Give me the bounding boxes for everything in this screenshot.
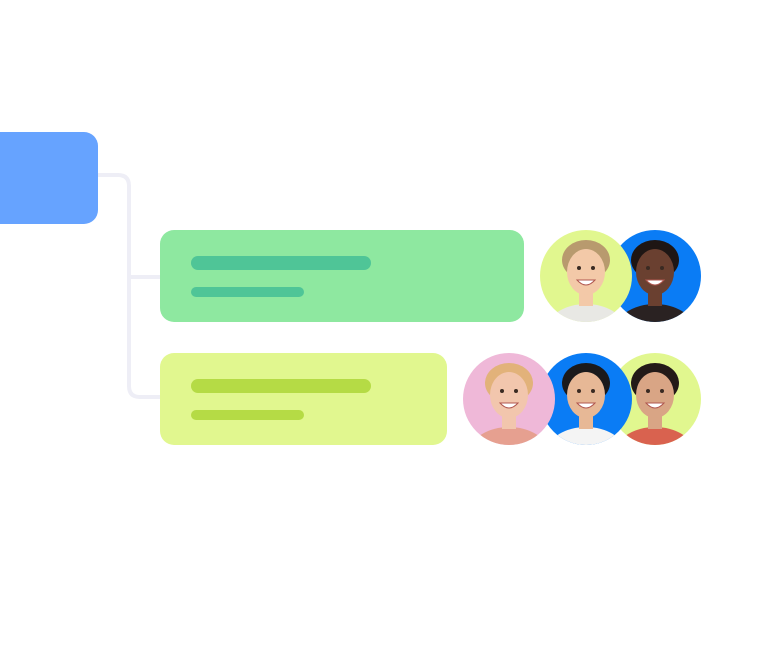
person-photo — [540, 353, 632, 445]
subtitle-placeholder-bar — [191, 287, 304, 297]
title-placeholder-bar — [191, 256, 371, 270]
avatar[interactable] — [540, 230, 632, 322]
avatar[interactable] — [463, 353, 555, 445]
person-photo — [463, 353, 555, 445]
yellow-card[interactable] — [160, 353, 447, 445]
avatar[interactable] — [540, 353, 632, 445]
person-photo — [609, 230, 701, 322]
green-card[interactable] — [160, 230, 524, 322]
title-placeholder-bar — [191, 379, 371, 393]
subtitle-placeholder-bar — [191, 410, 304, 420]
person-photo — [540, 230, 632, 322]
root-node[interactable] — [0, 132, 98, 224]
avatar[interactable] — [609, 230, 701, 322]
